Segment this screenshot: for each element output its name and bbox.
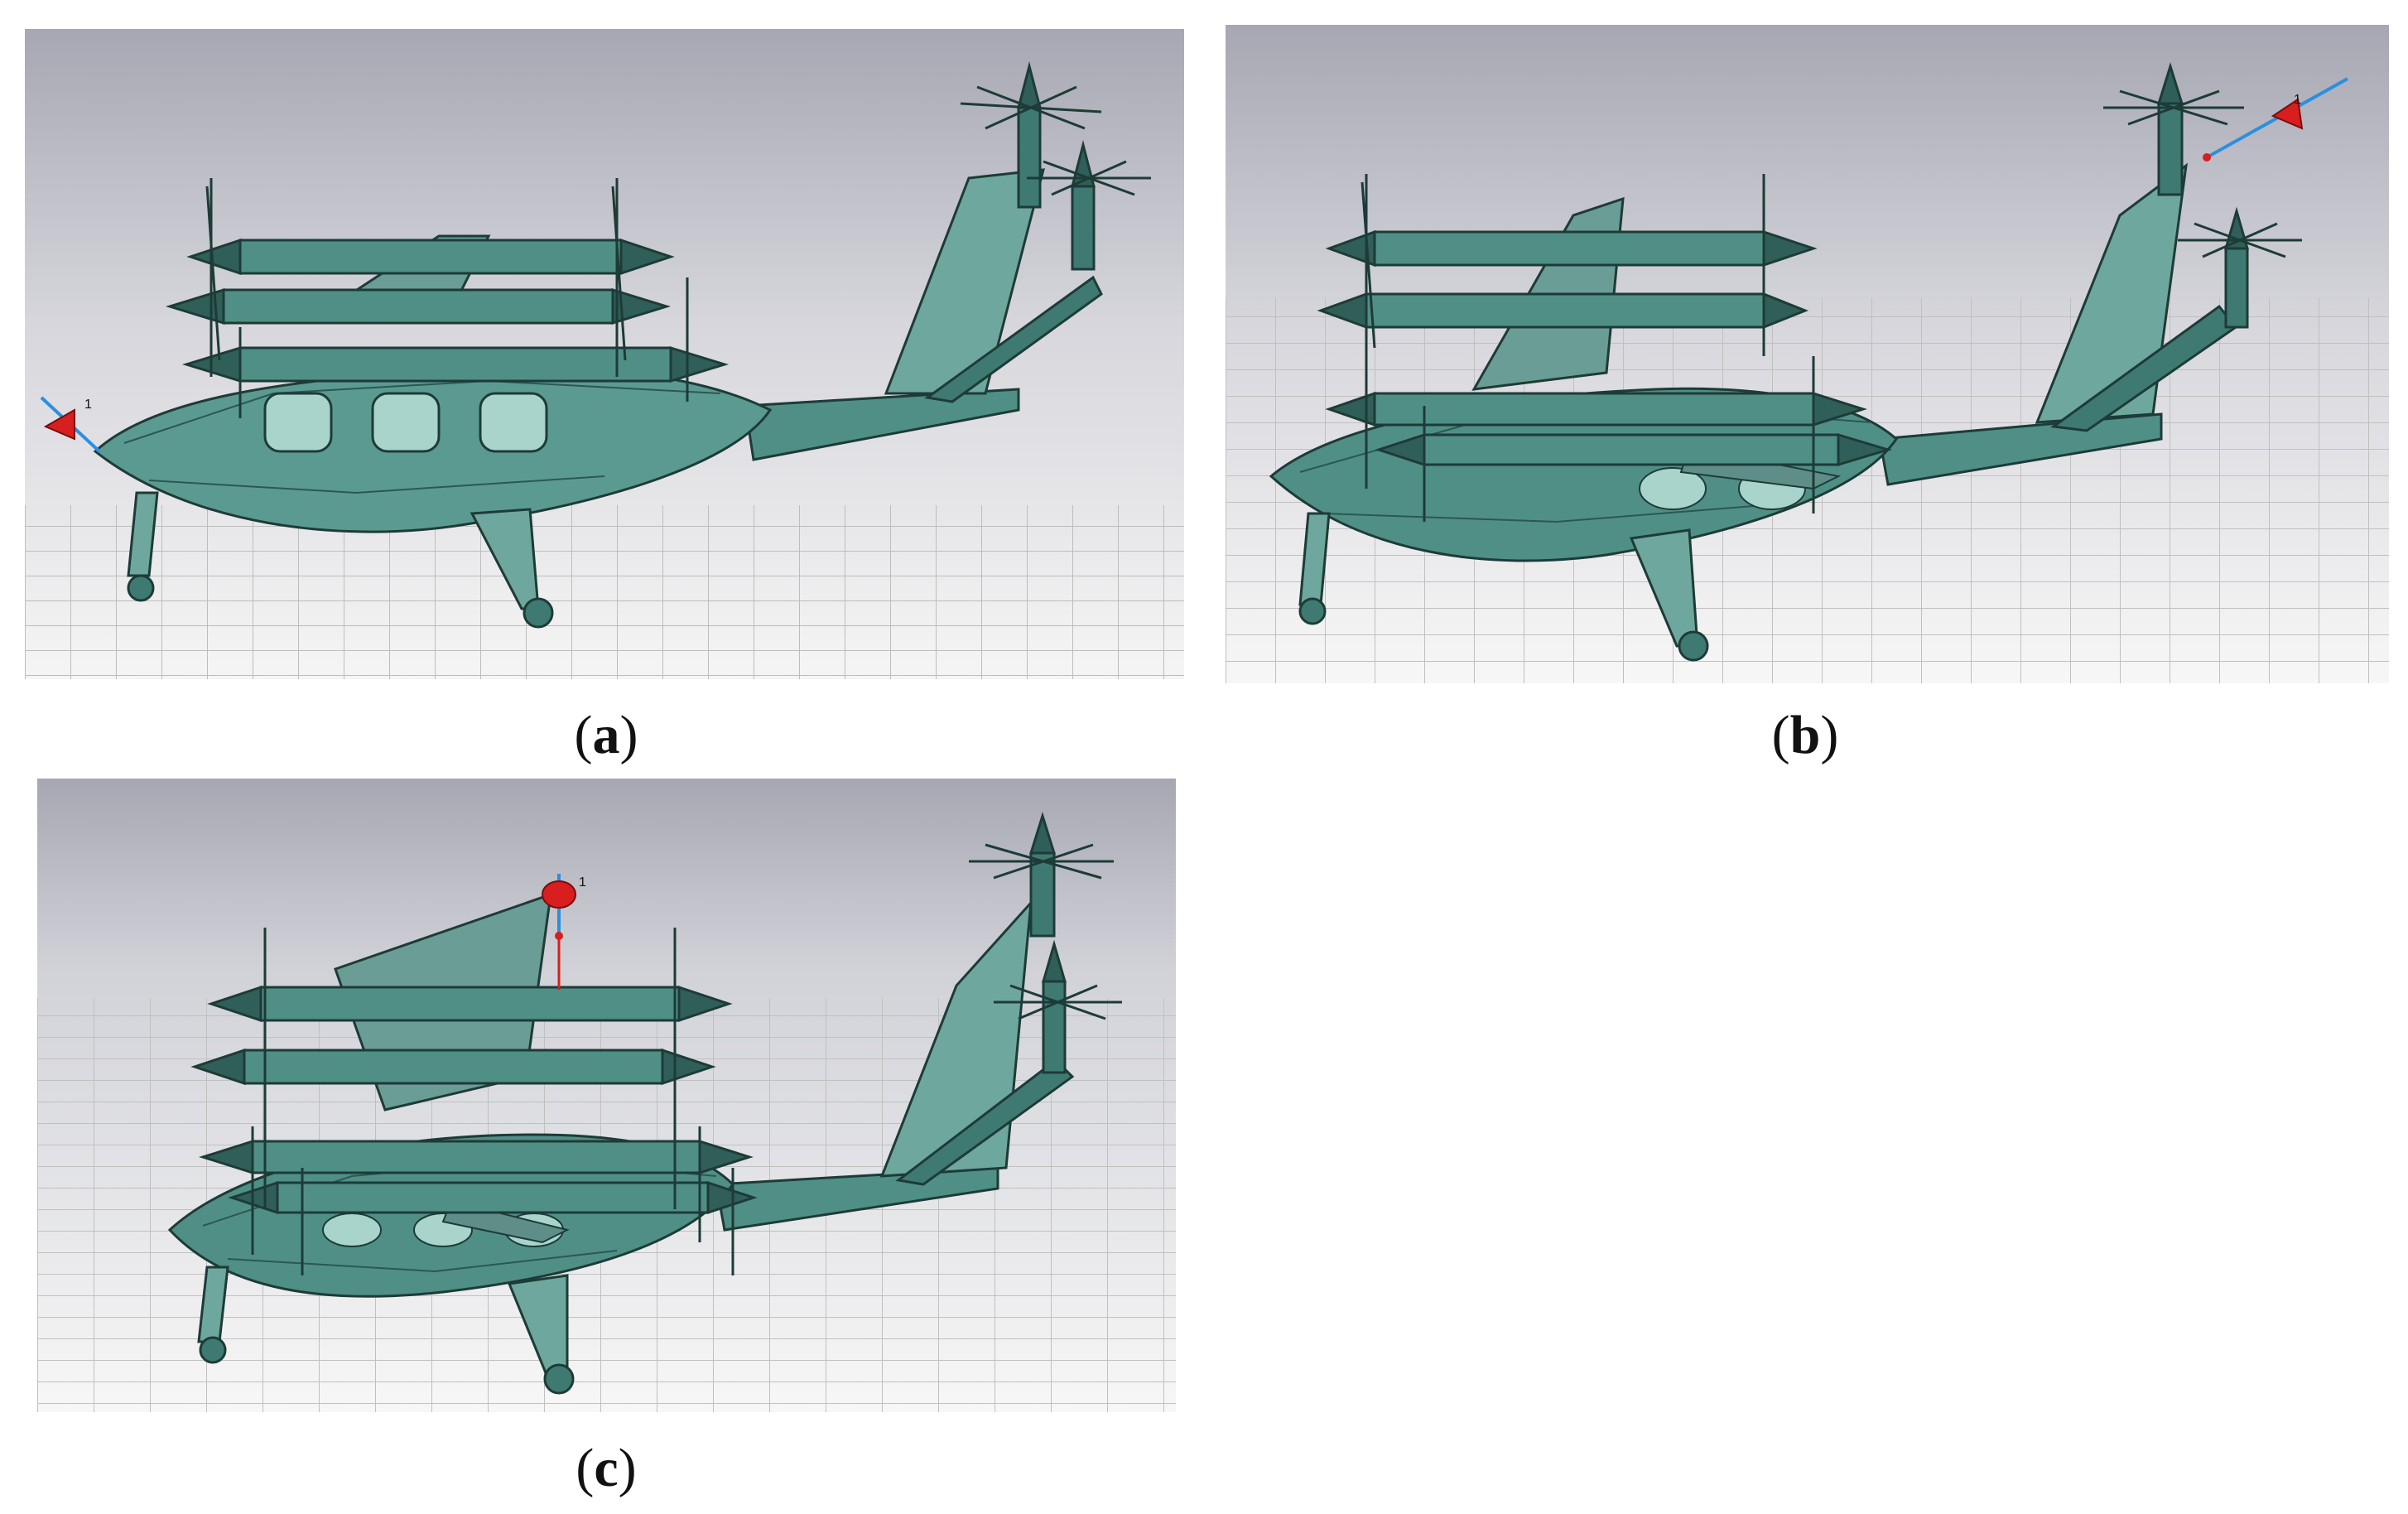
marker-label: 1 — [2294, 93, 2301, 107]
marker-label: 1 — [84, 398, 92, 412]
window-1 — [322, 1213, 382, 1247]
panel-a: 1 — [25, 29, 1184, 679]
aircraft-model — [93, 61, 1151, 629]
rotor-boom-3 — [181, 345, 730, 383]
tail-rotor-2 — [994, 984, 1122, 1020]
rotor-boom-2 — [165, 287, 672, 325]
tail-prop-nacelle-1 — [2157, 102, 2184, 196]
tail-rotor-1 — [960, 85, 1102, 130]
rotor-boom-1 — [207, 985, 733, 1023]
aircraft-model — [167, 811, 1122, 1395]
panel-c: 1 — [37, 779, 1176, 1412]
panel-b: 1 — [1226, 25, 2389, 683]
marker-label: 1 — [579, 875, 586, 890]
window-1 — [263, 392, 333, 453]
rotor-boom-4 — [228, 1180, 758, 1215]
tail-boom — [744, 388, 1020, 461]
excitation-marker: 1 — [40, 396, 101, 453]
tail-fin-lower — [924, 275, 1103, 403]
ground-grid — [25, 505, 1184, 679]
rotor-boom-1 — [1325, 229, 1818, 268]
tail-rotor-2 — [2178, 222, 2302, 258]
excitation-marker: 1 — [542, 874, 586, 990]
caption-b: (b) — [1771, 705, 1839, 765]
rotor-blades — [251, 928, 734, 1275]
window-2 — [371, 392, 441, 453]
aircraft-model — [1269, 61, 2302, 662]
rotor-blades — [1361, 174, 1815, 522]
rotor-boom-2 — [190, 1048, 716, 1086]
window-1 — [1639, 467, 1707, 510]
panel-b-render: 1 — [1226, 25, 2389, 683]
rotor-boom-2 — [1317, 292, 1809, 330]
nose-gear — [127, 491, 159, 577]
tail-prop-nacelle-2 — [2224, 247, 2249, 329]
tail-prop-nacelle-1 — [1017, 106, 1042, 209]
tail-prop-nacelle-2 — [1042, 980, 1067, 1074]
caption-c: (c) — [576, 1438, 637, 1498]
excitation-marker: 1 — [2203, 77, 2348, 162]
rotor-boom-1 — [186, 238, 675, 276]
panel-c-render: 1 — [37, 779, 1176, 1412]
tail-rotor-1 — [969, 843, 1114, 880]
rotor-boom-3 — [1325, 391, 1867, 427]
tail-rotor-2 — [1027, 160, 1151, 196]
tail-fin-lower — [895, 1058, 1075, 1186]
rotor-boom-4 — [1375, 432, 1893, 467]
rotor-boom-3 — [199, 1139, 754, 1175]
caption-a: (a) — [574, 705, 638, 765]
window-3 — [479, 392, 548, 453]
rotor-blades — [205, 178, 689, 418]
tail-prop-nacelle-2 — [1071, 185, 1096, 271]
tail-rotor-1 — [2103, 89, 2244, 126]
panel-a-render: 1 — [25, 29, 1184, 679]
